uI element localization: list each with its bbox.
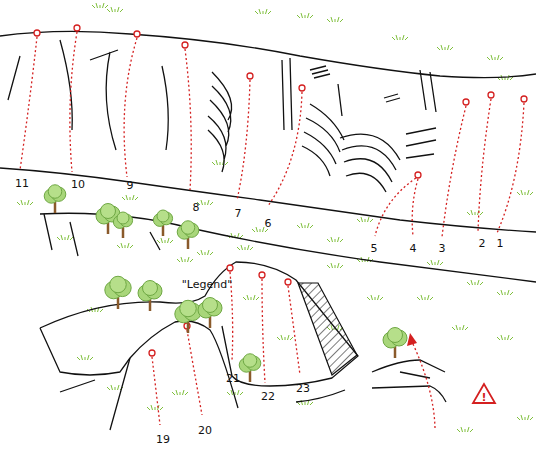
grass-tuft [487, 55, 503, 60]
route-number: 9 [126, 179, 135, 192]
grass-tuft [357, 217, 373, 222]
route-number: 22 [260, 390, 276, 403]
grass-tuft [517, 190, 533, 195]
route-lines [20, 32, 524, 428]
grass-tuft [497, 335, 513, 340]
overhang-hatching [298, 283, 357, 375]
route-number: 11 [14, 177, 30, 190]
trees [44, 185, 407, 382]
grass-tuft [212, 160, 228, 165]
route-number: 3 [438, 242, 447, 255]
tree-crown [203, 298, 218, 313]
grass-tuft [122, 195, 138, 200]
route-number: 21 [225, 372, 241, 385]
grass-tuft [327, 237, 343, 242]
route-number: 10 [70, 178, 86, 191]
anchor-circles [34, 25, 527, 356]
grass-tuft [237, 245, 253, 250]
grass-tuft [467, 280, 483, 285]
grass-tuft [392, 35, 408, 40]
grass-tuft [17, 200, 33, 205]
grass-tuft [172, 390, 188, 395]
grass-tuft [437, 45, 453, 50]
route-number: 5 [370, 242, 379, 255]
grass-tuft [117, 243, 133, 248]
grass-tuft [467, 210, 483, 215]
tree-crown [110, 276, 127, 293]
grass-tuft [457, 427, 473, 432]
grass-tuft [77, 355, 93, 360]
route-number: 20 [197, 424, 213, 437]
route-number: 8 [192, 201, 201, 214]
route-number: 1 [496, 237, 505, 250]
tree-crown [143, 281, 158, 296]
grass-tuft [452, 325, 468, 330]
grass-tuft [107, 385, 123, 390]
grass-tuft [517, 415, 533, 420]
grass-tuft [147, 405, 163, 410]
tree-crown [117, 212, 129, 224]
tree-crown [48, 185, 62, 199]
grass-tuft [327, 17, 343, 22]
grass-tuft [57, 235, 73, 240]
tree-crown [243, 354, 257, 368]
grass-tuft [297, 13, 313, 18]
route-number: 23 [295, 382, 311, 395]
route-name: "Legend" [181, 278, 234, 291]
tree-crown [181, 221, 195, 235]
grass-tuft [227, 390, 243, 395]
grass-tuft [417, 295, 433, 300]
route-number: 6 [264, 217, 273, 230]
grass-tuft [367, 295, 383, 300]
tree-crown [180, 300, 197, 317]
route-number: 4 [409, 242, 418, 255]
grass-tuft [177, 257, 193, 262]
tree-crown [388, 328, 403, 343]
grass-tuft [243, 295, 259, 300]
warning-mark: ! [480, 391, 487, 404]
grass-tuft [197, 250, 213, 255]
grass-tuft [327, 263, 343, 268]
grass-tuft [157, 238, 173, 243]
approach-arrowhead [407, 333, 417, 346]
grass-tuft [297, 223, 313, 228]
grass-tuft [277, 335, 293, 340]
cliff-outlines [0, 31, 536, 430]
grass-tuft [107, 7, 123, 12]
grass-tuft [497, 290, 513, 295]
grass-tuft [255, 9, 271, 14]
grass-tufts [17, 3, 533, 432]
tree-crown [101, 204, 116, 219]
grass-tuft [427, 260, 443, 265]
warning-triangle [473, 384, 495, 403]
grass-tuft [92, 3, 108, 8]
route-number: 2 [478, 237, 487, 250]
route-number: 19 [155, 433, 171, 446]
tree-crown [157, 210, 169, 222]
route-number: 7 [234, 207, 243, 220]
